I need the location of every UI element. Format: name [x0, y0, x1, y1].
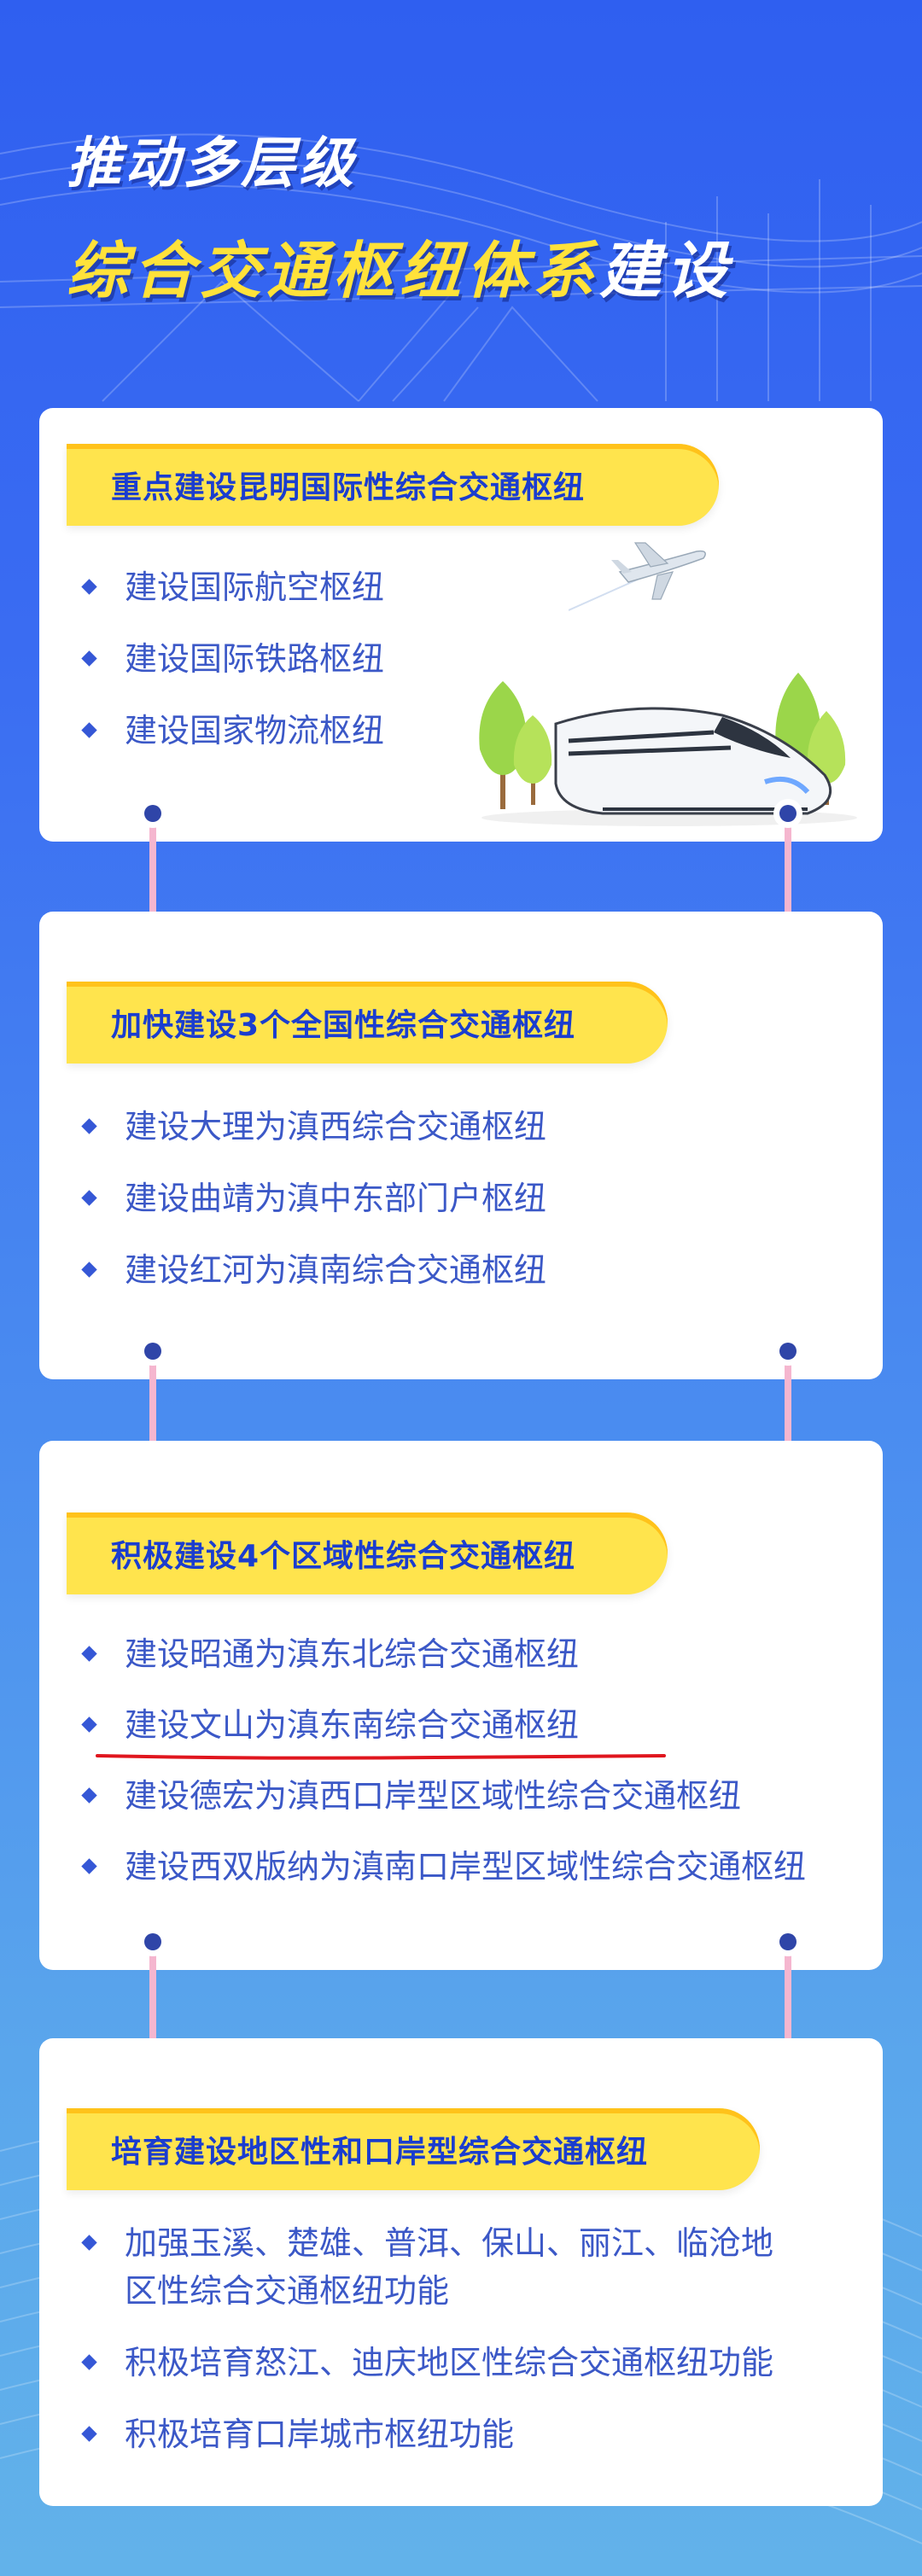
section-heading-3: 积极建设4个区域性综合交通枢纽 [67, 1512, 668, 1594]
section-card-3: 积极建设4个区域性综合交通枢纽 建设昭通为滇东北综合交通枢纽 建设文山为滇东南综… [39, 1441, 883, 1970]
list-item-text: 建设德宏为滇西口岸型区域性综合交通枢纽 [125, 1777, 742, 1815]
section-card-1: 重点建设昆明国际性综合交通枢纽 建设国际航空枢纽 建设国际铁路枢纽 建设国家物流… [39, 408, 883, 842]
list-item: 建设昭通为滇东北综合交通枢纽 [79, 1630, 866, 1678]
page-title-line1: 推动多层级 [67, 132, 357, 195]
bullet-diamond-icon [81, 722, 97, 738]
airplane-icon [569, 542, 706, 611]
page-title-highlight: 综合交通枢纽体系 [67, 235, 600, 306]
list-item: 建设文山为滇东南综合交通枢纽 [79, 1701, 866, 1749]
list-item-text: 建设红河为滇南综合交通枢纽 [125, 1251, 547, 1289]
list-item: 建设国家物流枢纽 [79, 707, 866, 755]
list-item-text: 建设国际航空枢纽 [125, 568, 385, 606]
list-item-continuation: 区性综合交通枢纽功能 [79, 2267, 866, 2315]
section-items-2: 建设大理为滇西综合交通枢纽 建设曲靖为滇中东部门户枢纽 建设红河为滇南综合交通枢… [79, 1103, 866, 1294]
list-item: 加强玉溪、楚雄、普洱、保山、丽江、临沧地 [79, 2219, 866, 2267]
bullet-diamond-icon [81, 2354, 97, 2370]
section-heading-text: 培育建设地区性和口岸型综合交通枢纽 [111, 2135, 649, 2170]
bullet-diamond-icon [81, 1858, 97, 1874]
list-item-text: 建设昭通为滇东北综合交通枢纽 [125, 1635, 580, 1673]
list-item: 建设大理为滇西综合交通枢纽 [79, 1103, 866, 1151]
bullet-diamond-icon [81, 1787, 97, 1804]
section-heading-4: 培育建设地区性和口岸型综合交通枢纽 [67, 2108, 760, 2190]
bullet-diamond-icon [81, 1262, 97, 1278]
tree-icon [479, 681, 552, 809]
page-header: 推动多层级 综合交通枢纽体系建设 [0, 0, 922, 401]
bullet-diamond-icon [81, 1190, 97, 1206]
bullet-diamond-icon [81, 2426, 97, 2442]
page-title-suffix: 建设 [599, 235, 733, 306]
section-card-4: 培育建设地区性和口岸型综合交通枢纽 加强玉溪、楚雄、普洱、保山、丽江、临沧地 区… [39, 2038, 883, 2506]
section-items-1: 建设国际航空枢纽 建设国际铁路枢纽 建设国家物流枢纽 [79, 563, 866, 755]
list-item-text: 建设大理为滇西综合交通枢纽 [125, 1108, 547, 1145]
list-item-text: 建设文山为滇东南综合交通枢纽 [125, 1706, 580, 1744]
list-item-text: 建设西双版纳为滇南口岸型区域性综合交通枢纽 [125, 1848, 807, 1885]
section-heading-1: 重点建设昆明国际性综合交通枢纽 [67, 444, 719, 526]
list-item: 建设国际铁路枢纽 [79, 635, 866, 683]
section-heading-text: 积极建设4个区域性综合交通枢纽 [111, 1539, 576, 1574]
page-title-line2: 综合交通枢纽体系建设 [67, 220, 732, 310]
list-item-text: 建设国际铁路枢纽 [125, 640, 385, 678]
list-item: 建设西双版纳为滇南口岸型区域性综合交通枢纽 [79, 1843, 866, 1891]
list-item: 建设国际航空枢纽 [79, 563, 866, 611]
section-heading-text: 重点建设昆明国际性综合交通枢纽 [111, 470, 586, 505]
bullet-diamond-icon [81, 2235, 97, 2251]
list-item-text: 区性综合交通枢纽功能 [125, 2272, 450, 2310]
bullet-diamond-icon [81, 1118, 97, 1134]
list-item: 建设曲靖为滇中东部门户枢纽 [79, 1174, 866, 1222]
section-items-4: 加强玉溪、楚雄、普洱、保山、丽江、临沧地 区性综合交通枢纽功能 积极培育怒江、迪… [79, 2219, 866, 2458]
list-item: 积极培育口岸城市枢纽功能 [79, 2410, 866, 2458]
bullet-diamond-icon [81, 1646, 97, 1662]
high-speed-train-icon [479, 673, 857, 826]
list-item-text: 加强玉溪、楚雄、普洱、保山、丽江、临沧地 [125, 2224, 774, 2262]
list-item-text: 建设国家物流枢纽 [125, 712, 385, 749]
section-heading-2: 加快建设3个全国性综合交通枢纽 [67, 982, 668, 1064]
section-card-2: 加快建设3个全国性综合交通枢纽 建设大理为滇西综合交通枢纽 建设曲靖为滇中东部门… [39, 912, 883, 1379]
list-item-text: 积极培育怒江、迪庆地区性综合交通枢纽功能 [125, 2344, 774, 2381]
bullet-diamond-icon [81, 650, 97, 667]
list-item: 建设德宏为滇西口岸型区域性综合交通枢纽 [79, 1772, 866, 1820]
section-heading-text: 加快建设3个全国性综合交通枢纽 [111, 1008, 576, 1043]
bullet-diamond-icon [81, 579, 97, 595]
bullet-diamond-icon [81, 1716, 97, 1733]
highlight-underline [96, 1754, 666, 1760]
list-item-text: 建设曲靖为滇中东部门户枢纽 [125, 1180, 547, 1217]
list-item-text: 积极培育口岸城市枢纽功能 [125, 2416, 515, 2453]
list-item: 积极培育怒江、迪庆地区性综合交通枢纽功能 [79, 2339, 866, 2387]
list-item: 建设红河为滇南综合交通枢纽 [79, 1246, 866, 1294]
section-items-3: 建设昭通为滇东北综合交通枢纽 建设文山为滇东南综合交通枢纽 建设德宏为滇西口岸型… [79, 1630, 866, 1891]
